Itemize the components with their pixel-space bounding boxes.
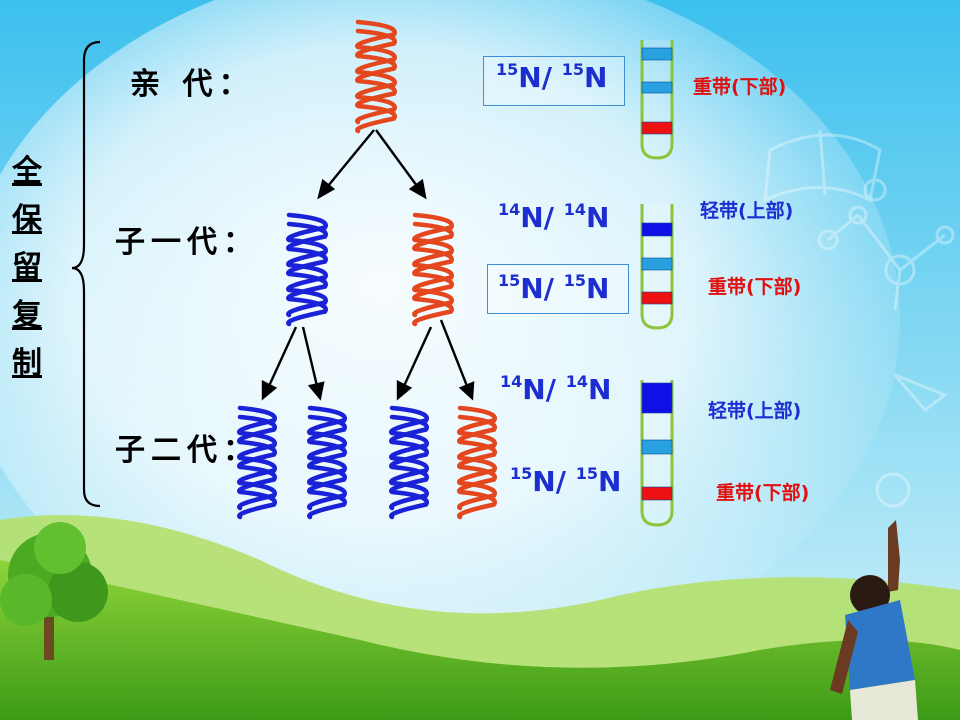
f1-light-isotope-label: 14N/ 14N	[498, 199, 610, 234]
f2-heavy-dna-helix	[456, 405, 498, 520]
tube3-light-band	[641, 382, 673, 414]
tube1-heavy-band	[641, 121, 673, 135]
f2-centrifuge-tube	[640, 380, 674, 527]
parent-isotope-label: 15N/ 15N	[496, 59, 608, 94]
decoration	[763, 129, 955, 508]
parent-isotope-box	[483, 56, 625, 106]
left-brace	[71, 40, 101, 508]
centrifuge-tubes	[640, 40, 674, 527]
f1-heavy-band-label: 重带(下部)	[708, 276, 802, 298]
arrows	[261, 129, 475, 401]
parent-centrifuge-tube	[640, 40, 674, 160]
f2-light-dna-helix-1	[236, 405, 278, 520]
dna-helices	[236, 19, 498, 520]
f2-light-isotope-label: 14N/ 14N	[500, 371, 612, 406]
tube2-heavy-band	[641, 291, 673, 305]
tube2-empty-band	[641, 257, 673, 271]
parent-dna-helix	[355, 19, 397, 134]
tube1-empty-band-2	[641, 81, 673, 94]
f1-generation-label: 子一代：	[115, 225, 259, 260]
f2-heavy-band-label: 重带(下部)	[716, 482, 810, 504]
f1-heavy-dna-helix	[412, 212, 454, 327]
f1-heavy-isotope-box	[487, 264, 629, 314]
f1-centrifuge-tube	[640, 204, 674, 330]
f1-light-dna-helix	[286, 212, 328, 327]
f1-light-band-label: 轻带(上部)	[700, 200, 794, 222]
parent-generation-label: 亲 代：	[130, 67, 255, 102]
person-illustration	[830, 520, 918, 720]
parent-heavy-band-label: 重带(下部)	[693, 76, 787, 98]
f2-generation-label: 子二代：	[115, 433, 259, 468]
tube3-empty-band	[641, 439, 673, 455]
tube3-heavy-band	[641, 486, 673, 501]
tube1-empty-band-1	[641, 47, 673, 61]
f2-light-band-label: 轻带(上部)	[708, 400, 802, 422]
tube2-light-band	[641, 222, 673, 237]
f2-light-dna-helix-2	[306, 405, 348, 520]
tree-illustration	[0, 522, 108, 660]
f1-heavy-isotope-label: 15N/ 15N	[498, 270, 610, 305]
f2-light-dna-helix-3	[388, 405, 430, 520]
full-conservative-replication-label: 全 保 留 复 制	[12, 154, 42, 381]
f2-heavy-isotope-label: 15N/ 15N	[510, 463, 622, 498]
